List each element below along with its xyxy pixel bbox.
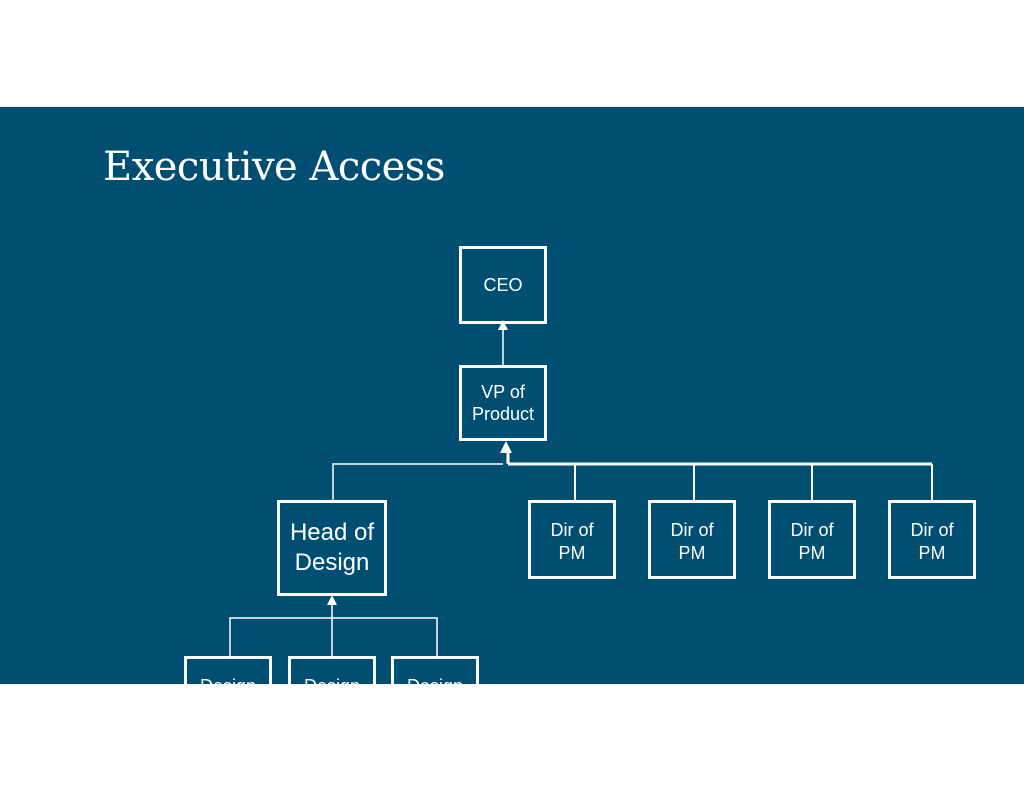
arrowhead-vp <box>500 441 512 453</box>
node-dir-of-pm: Dir of PM <box>768 500 856 579</box>
node-dir-of-pm: Dir of PM <box>648 500 736 579</box>
node-design: Design <box>391 656 479 684</box>
connector-design-bus <box>229 617 438 656</box>
slide: Executive Access CEO VP of Product Head … <box>0 107 1024 684</box>
slide-title: Executive Access <box>103 144 445 190</box>
node-ceo: CEO <box>459 246 547 324</box>
connector-bus-head-of-design <box>332 463 503 500</box>
node-dir-of-pm: Dir of PM <box>528 500 616 579</box>
arrowhead-head-of-design <box>327 595 337 605</box>
arrowhead-ceo <box>498 320 508 330</box>
node-design: Design <box>184 656 272 684</box>
node-design: Design <box>288 656 376 684</box>
node-vp-of-product: VP of Product <box>459 365 547 441</box>
node-dir-of-pm: Dir of PM <box>888 500 976 579</box>
org-chart-connectors <box>229 320 933 656</box>
node-head-of-design: Head of Design <box>277 500 387 596</box>
